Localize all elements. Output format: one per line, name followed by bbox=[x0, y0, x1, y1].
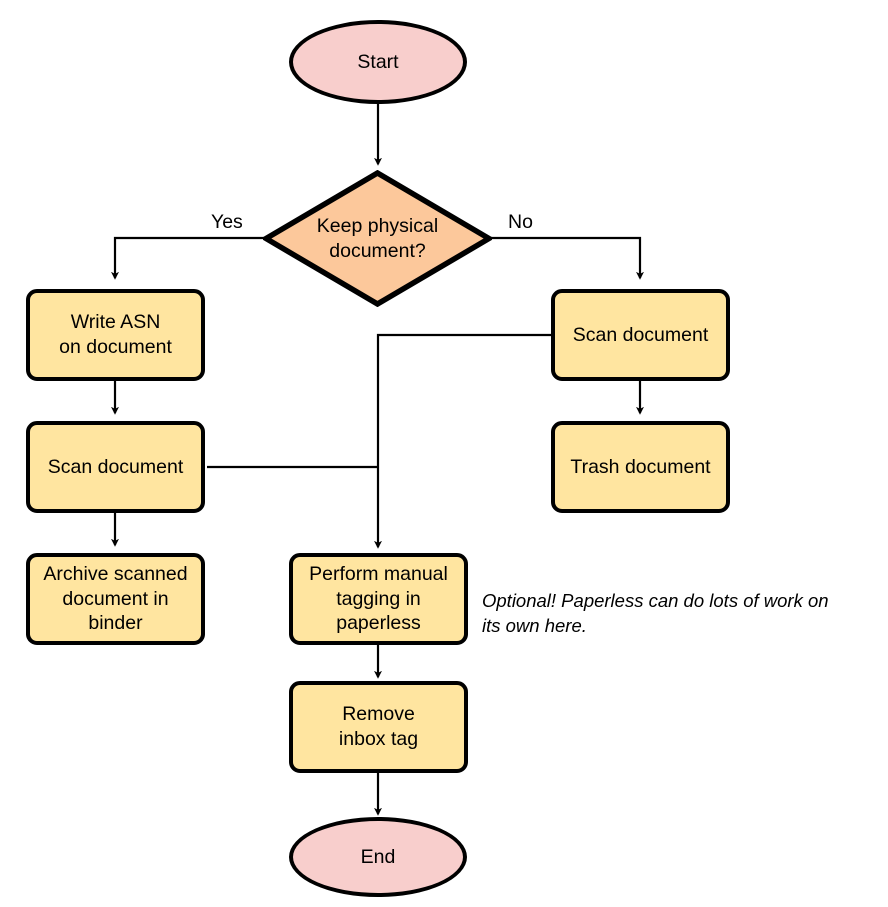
node-perform-manual-tagging[interactable]: Perform manual tagging in paperless bbox=[289, 553, 468, 645]
node-decision-label: Keep physical document? bbox=[316, 214, 439, 262]
node-scan-document-left[interactable]: Scan document bbox=[26, 421, 205, 513]
node-keep-physical-document-decision[interactable]: Keep physical document? bbox=[263, 170, 492, 307]
node-remove-inbox-tag-label: Remove inbox tag bbox=[338, 703, 419, 750]
edge-decision-no-to-scan-right bbox=[490, 236, 644, 280]
node-start[interactable]: Start bbox=[289, 20, 467, 104]
node-archive-in-binder-label: Archive scanned document in binder bbox=[43, 562, 188, 635]
edge-decision-yes-to-write-asn bbox=[111, 236, 265, 280]
node-scan-document-left-label: Scan document bbox=[47, 455, 184, 478]
edge-scan-right-to-manual-tag bbox=[374, 333, 551, 549]
node-write-asn[interactable]: Write ASN on document bbox=[26, 289, 205, 381]
node-scan-document-right-label: Scan document bbox=[572, 323, 709, 346]
node-start-label: Start bbox=[357, 50, 399, 73]
node-archive-in-binder[interactable]: Archive scanned document in binder bbox=[26, 553, 205, 645]
node-scan-document-right[interactable]: Scan document bbox=[551, 289, 730, 381]
node-perform-manual-tagging-label: Perform manual tagging in paperless bbox=[309, 562, 448, 635]
annotation-optional-note: Optional! Paperless can do lots of work … bbox=[482, 590, 829, 636]
node-trash-document-label: Trash document bbox=[570, 455, 711, 478]
node-write-asn-label: Write ASN on document bbox=[59, 311, 172, 358]
node-remove-inbox-tag[interactable]: Remove inbox tag bbox=[289, 681, 468, 773]
node-trash-document[interactable]: Trash document bbox=[551, 421, 730, 513]
diamond-shape bbox=[263, 170, 492, 307]
edge-label-no: No bbox=[508, 211, 533, 233]
node-end[interactable]: End bbox=[289, 817, 467, 897]
edge-label-yes: Yes bbox=[211, 211, 243, 233]
node-end-label: End bbox=[360, 845, 396, 868]
